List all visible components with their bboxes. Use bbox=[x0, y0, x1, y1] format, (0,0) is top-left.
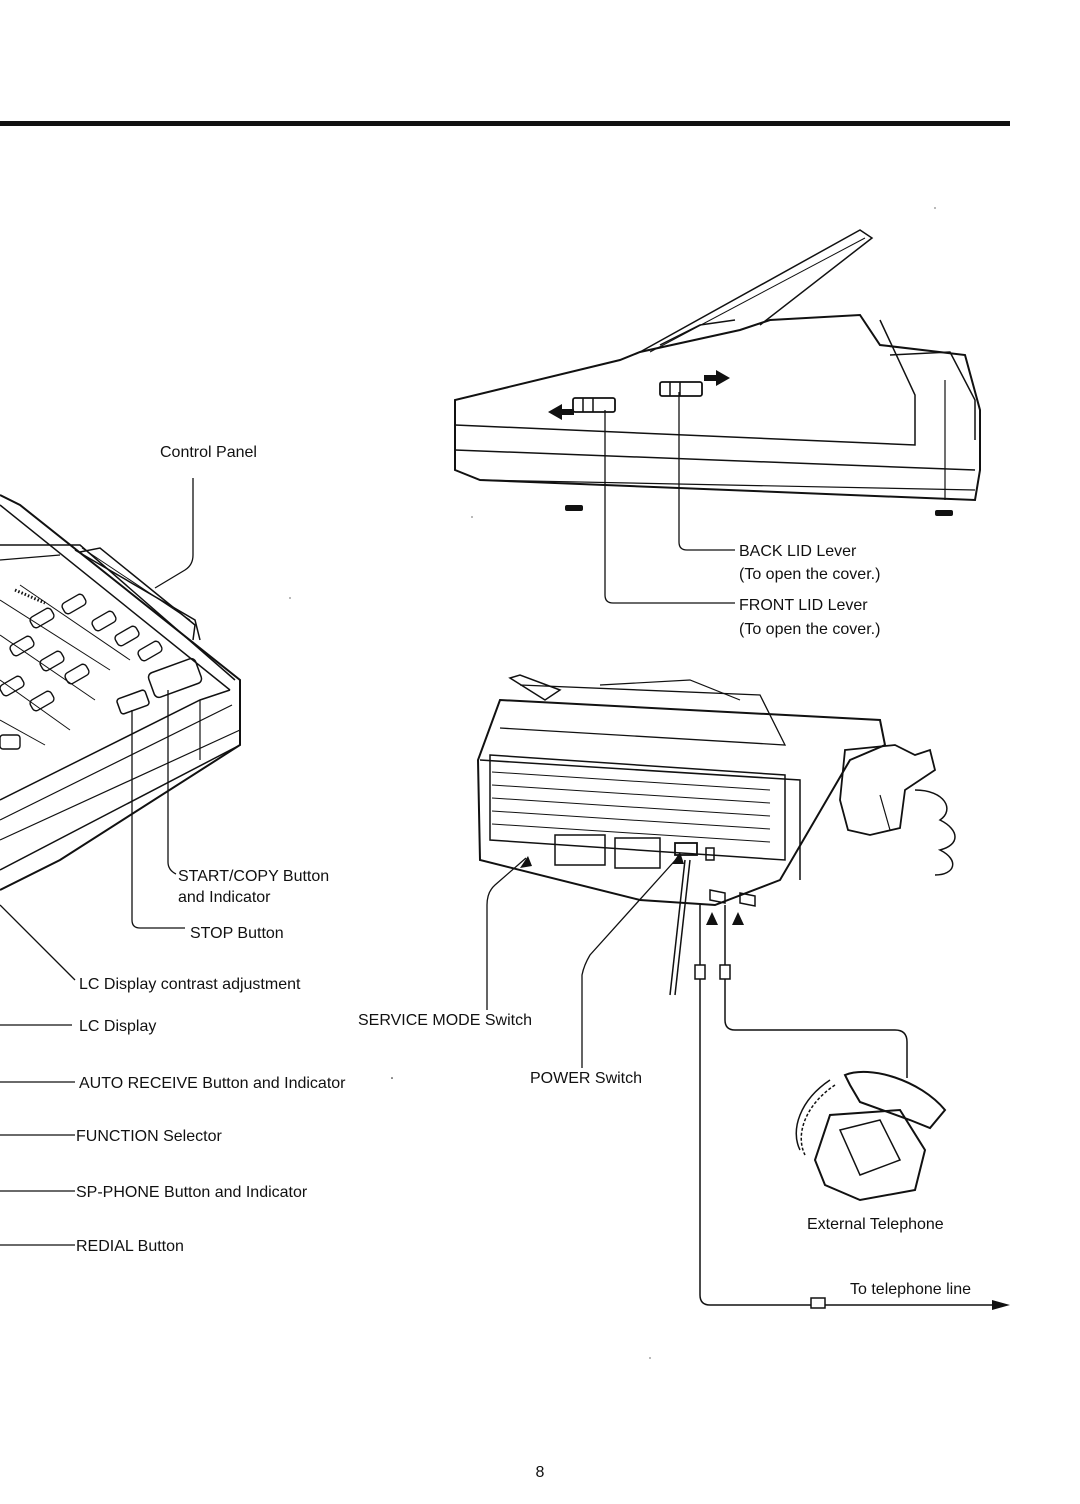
label-back-lid-lever: BACK LID Lever bbox=[739, 543, 857, 560]
fax-side-view bbox=[454, 229, 981, 502]
label-stop-button: STOP Button bbox=[190, 925, 284, 942]
header-rule bbox=[0, 121, 1010, 126]
page-number: 8 bbox=[535, 1464, 545, 1481]
label-auto-receive: AUTO RECEIVE Button and Indicator bbox=[79, 1075, 346, 1092]
external-telephone bbox=[795, 1070, 947, 1202]
label-back-lid-note: (To open the cover.) bbox=[739, 566, 881, 583]
label-start-copy: START/COPY Button bbox=[178, 868, 330, 885]
control-panel-illustration bbox=[0, 494, 241, 891]
label-function-selector: FUNCTION Selector bbox=[76, 1128, 222, 1145]
label-dots bbox=[289, 207, 936, 1359]
cable-connectors bbox=[694, 964, 826, 1309]
lever-arrows bbox=[548, 370, 730, 420]
label-control-panel: Control Panel bbox=[160, 444, 257, 461]
label-external-telephone: External Telephone bbox=[807, 1216, 944, 1233]
label-sp-phone: SP-PHONE Button and Indicator bbox=[76, 1184, 308, 1201]
label-start-copy-indicator: and Indicator bbox=[178, 889, 271, 906]
label-power-switch: POWER Switch bbox=[530, 1070, 643, 1087]
cables bbox=[669, 859, 1005, 1306]
label-front-lid-lever: FRONT LID Lever bbox=[739, 597, 868, 614]
rear-vents bbox=[491, 771, 771, 843]
label-redial: REDIAL Button bbox=[76, 1238, 184, 1255]
coiled-cord bbox=[914, 789, 956, 876]
fax-feet bbox=[565, 505, 953, 516]
label-front-lid-note: (To open the cover.) bbox=[739, 621, 881, 638]
fax-rear-view bbox=[476, 674, 937, 907]
label-lc-contrast: LC Display contrast adjustment bbox=[79, 976, 301, 993]
leader-lines bbox=[0, 392, 735, 1246]
label-telephone-line: To telephone line bbox=[850, 1281, 971, 1298]
label-service-mode: SERVICE MODE Switch bbox=[358, 1012, 532, 1029]
label-lc-display: LC Display bbox=[79, 1018, 157, 1035]
